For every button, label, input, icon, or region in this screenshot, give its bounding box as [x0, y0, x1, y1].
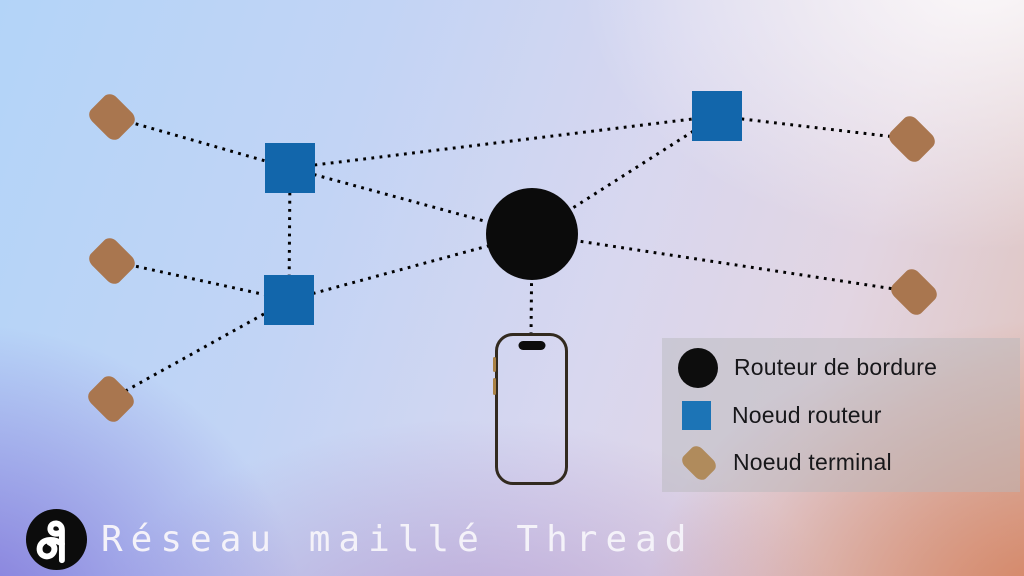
router-node [265, 143, 315, 193]
mesh-edge [531, 232, 915, 294]
terminal-node [887, 265, 941, 319]
terminal-node [885, 112, 939, 166]
mesh-edge [289, 166, 533, 236]
router-node [264, 275, 314, 325]
terminal-node [84, 372, 138, 426]
phone-side-button-icon [493, 357, 496, 372]
legend-label: Noeud routeur [732, 401, 882, 428]
mesh-edge [111, 259, 290, 302]
terminal-node [85, 234, 139, 288]
terminal-node-swatch-icon [679, 442, 719, 483]
page-title: Réseau maillé Thread [101, 519, 695, 560]
smartphone [493, 333, 568, 485]
phone-notch-pill [518, 341, 545, 350]
mesh-edge [531, 114, 718, 236]
phone-side-button-icon [493, 378, 496, 395]
legend-item-terminal-node: Noeud terminal [678, 440, 1020, 486]
mesh-edge [111, 115, 291, 170]
router-node-swatch-icon [682, 400, 711, 430]
border-router-node [486, 188, 578, 280]
legend-item-router-node: Noeud routeur [678, 392, 1020, 438]
border-router-swatch-icon [678, 347, 718, 388]
legend-label: Routeur de bordure [734, 354, 938, 380]
brand-logo-icon [25, 508, 88, 571]
legend-item-border-router: Routeur de bordure [678, 345, 1020, 391]
legend-label: Noeud terminal [733, 449, 892, 475]
legend-panel: Routeur de bordure Noeud routeur Noeud t… [662, 338, 1020, 492]
mesh-edge [289, 114, 718, 170]
mesh-edge [287, 167, 292, 301]
terminal-node [85, 90, 139, 144]
title-bar: Réseau maillé Thread [25, 508, 694, 571]
mesh-edge [110, 298, 290, 401]
mesh-edge [288, 232, 533, 302]
router-node [692, 91, 742, 141]
